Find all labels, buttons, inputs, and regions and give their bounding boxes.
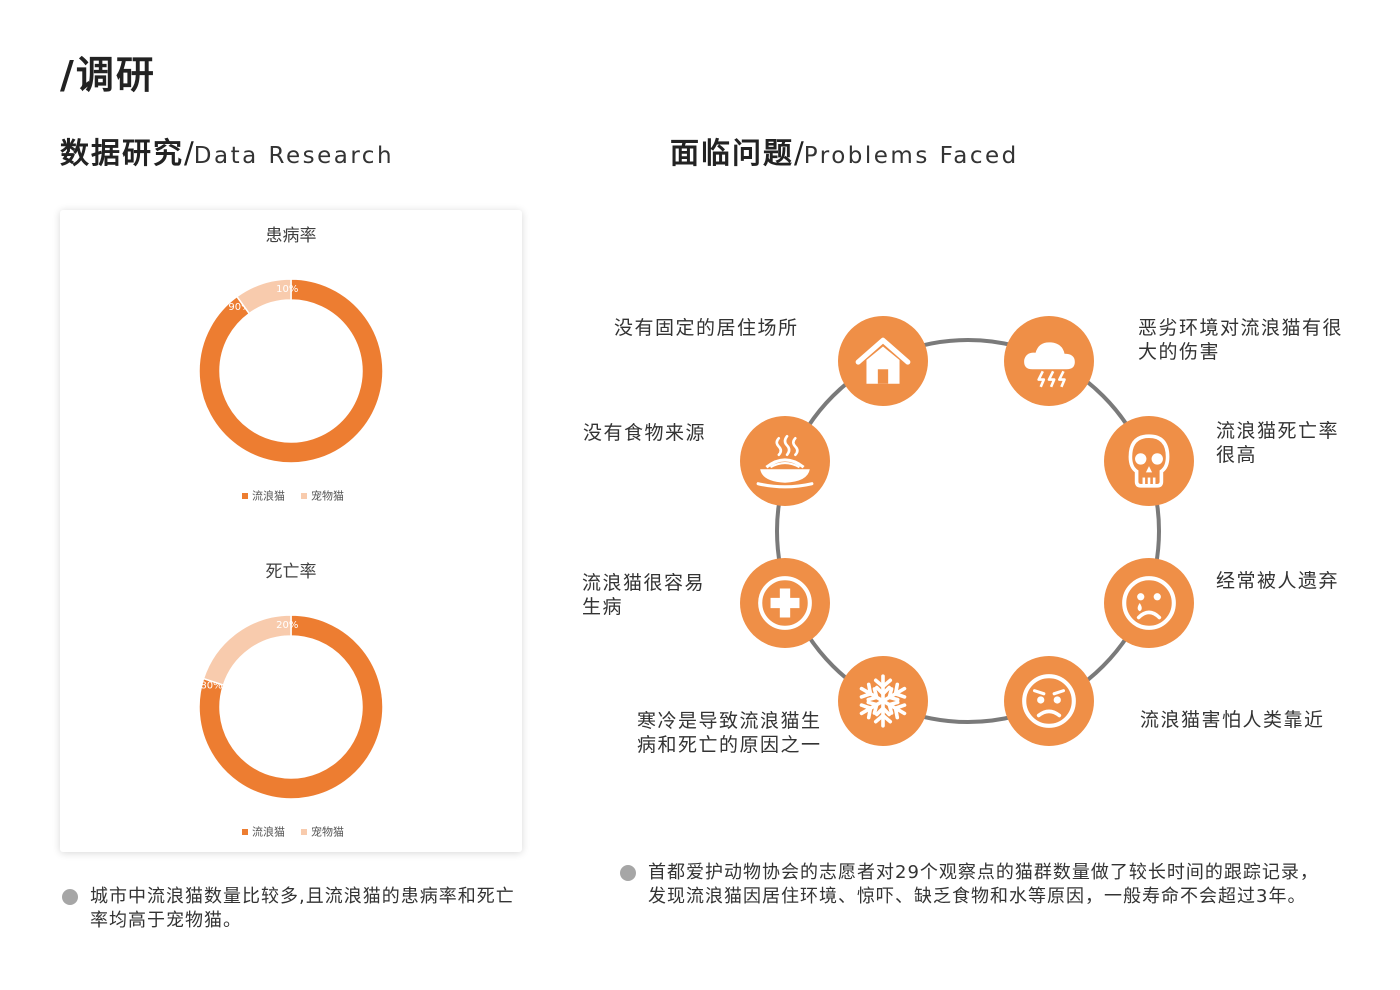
legend-swatch — [242, 493, 248, 499]
problem-label-easily-sick: 流浪猫很容易生病 — [582, 572, 706, 618]
donut-slice-流浪猫 — [198, 278, 384, 464]
data-research-title-cn: 数据研究 — [60, 136, 185, 170]
food-bowl-icon — [756, 434, 814, 489]
problems-ring — [775, 338, 1161, 724]
medical-cross-icon — [758, 576, 812, 630]
legend-label: 流浪猫 — [252, 489, 285, 503]
page-title: /调研 — [60, 53, 156, 97]
problems-title-en: Problems Faced — [803, 143, 1019, 169]
legend-swatch — [301, 493, 307, 499]
donut-charts: 患病率90%10%流浪猫宠物猫死亡率80%20%流浪猫宠物猫 — [198, 226, 384, 839]
donut-slice-流浪猫 — [198, 614, 384, 800]
problem-circle-house — [838, 316, 928, 406]
problem-circle-snow — [838, 656, 928, 746]
problem-label-cold: 寒冷是导致流浪猫生病和死亡的原因之一 — [637, 710, 822, 756]
sad-face-icon — [1122, 576, 1176, 630]
problems-heading: 面临问题/Problems Faced — [670, 130, 1019, 172]
problem-label-no-home: 没有固定的居住场所 — [614, 317, 799, 339]
data-label: 90% — [228, 302, 250, 313]
problem-label-no-food: 没有食物来源 — [583, 422, 707, 444]
house-icon — [855, 337, 911, 384]
problem-circle-storm — [1004, 316, 1094, 406]
data-label: 10% — [276, 284, 298, 295]
data-research-title-en: Data Research — [193, 143, 395, 169]
legend-label: 流浪猫 — [252, 825, 285, 839]
note-bullet — [62, 889, 78, 905]
snowflake-icon — [856, 674, 910, 728]
heading-slash: / — [184, 136, 194, 170]
data-research-heading: 数据研究/Data Research — [60, 130, 394, 172]
legend-label: 宠物猫 — [311, 489, 344, 503]
frightened-face-icon — [1022, 674, 1076, 728]
donut-slice-宠物猫 — [235, 278, 292, 315]
storm-cloud-icon — [1024, 342, 1075, 388]
legend-label: 宠物猫 — [311, 825, 344, 839]
problem-circle-skull — [1104, 416, 1194, 506]
note-bullet — [620, 865, 636, 881]
problems-title-cn: 面临问题 — [670, 136, 795, 170]
left-note: 城市中流浪猫数量比较多,且流浪猫的患病率和死亡率均高于宠物猫。 — [90, 886, 515, 931]
legend-swatch — [242, 829, 248, 835]
problem-circle-fear — [1004, 656, 1094, 746]
problem-circle-medical — [740, 558, 830, 648]
chart-title: 死亡率 — [266, 562, 317, 582]
chart-title: 患病率 — [266, 226, 317, 246]
legend-swatch — [301, 829, 307, 835]
problem-circle-food — [740, 416, 830, 506]
right-note: 首都爱护动物协会的志愿者对29个观察点的猫群数量做了较长时间的跟踪记录，发现流浪… — [648, 862, 1319, 907]
problem-label-harsh-environment: 恶劣环境对流浪猫有很大的伤害 — [1138, 317, 1344, 363]
skull-icon — [1128, 434, 1170, 488]
donut-slice-宠物猫 — [202, 614, 292, 687]
heading-slash: / — [794, 136, 804, 170]
problem-label-high-death-rate: 流浪猫死亡率很高 — [1216, 420, 1340, 466]
data-label: 20% — [276, 620, 298, 631]
problem-label-fear-humans: 流浪猫害怕人类靠近 — [1140, 709, 1325, 731]
data-label: 80% — [200, 681, 222, 692]
problem-circle-sad — [1104, 558, 1194, 648]
problem-label-abandoned: 经常被人遗弃 — [1216, 570, 1340, 592]
